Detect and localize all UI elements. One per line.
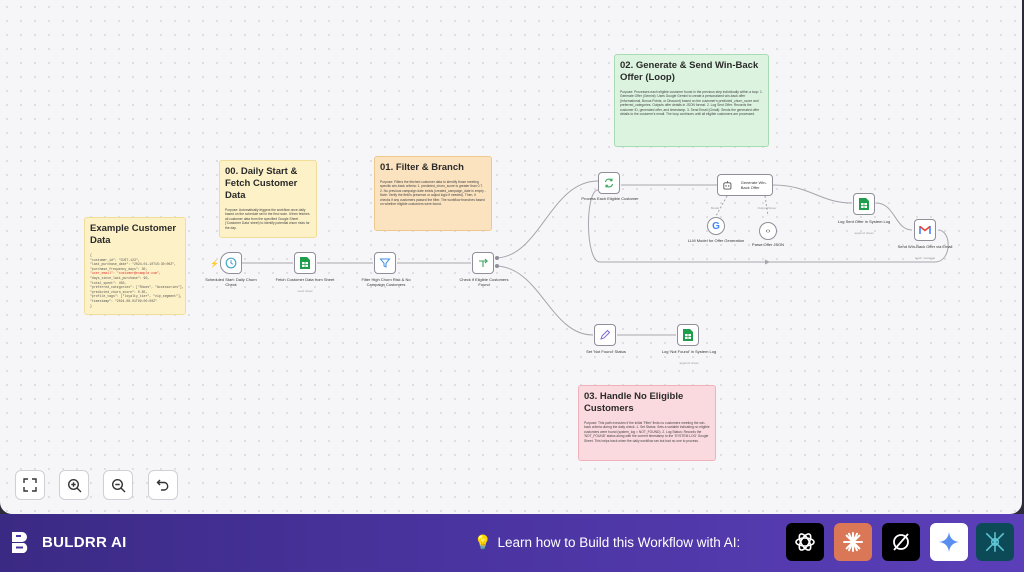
node-label: Fetch Customer Data from Sheet [275,277,335,282]
learn-label: Learn how to Build this Workflow with AI… [497,535,741,550]
promo-banner: BULDRR AI 💡 Learn how to Build this Work… [0,514,1024,572]
sticky-01-filter-branch[interactable]: 01. Filter & Branch Purpose: Filters the… [374,156,492,231]
node-label: Scheduled Start: Daily Churn Check [205,277,257,287]
google-sheets-icon [859,198,869,210]
node-label: LLM Model for Offer Generation [687,238,745,243]
buldrr-logo-icon [12,532,28,553]
claude-icon [843,532,863,552]
workflow-canvas[interactable]: Example Customer Data { "customer_id": "… [0,0,1022,514]
gemini-icon [939,532,959,552]
clock-icon [225,257,237,269]
output-port-true[interactable] [495,256,499,260]
node-if-check[interactable] [472,252,494,274]
zoom-in-button[interactable] [59,470,89,500]
node-label: Log Sent Offer in System Log [837,219,891,224]
google-sheets-icon [300,257,310,269]
perplexity-icon [893,533,909,551]
fit-view-button[interactable] [15,470,45,500]
trigger-marker-icon: ⚡ [210,261,219,268]
manus-icon [985,532,1005,552]
zoom-out-button[interactable] [103,470,133,500]
node-output-parser[interactable]: ‹› [759,222,777,240]
port-label-model: Model [710,206,720,210]
brand-name: BULDRR AI [42,533,127,551]
undo-button[interactable] [148,470,178,500]
manus-button[interactable] [976,523,1014,561]
node-schedule-trigger[interactable] [220,252,242,274]
sticky-body: Purpose: Processes each eligible custome… [620,90,763,117]
node-label: Parse Offer JSON [751,242,785,247]
output-port-false[interactable] [495,264,499,268]
claude-button[interactable] [834,523,872,561]
fullscreen-icon [23,478,37,492]
node-label: Filter High Churn Risk & No Campaign Cus… [361,277,411,287]
google-sheets-icon [683,329,693,341]
code-icon: ‹› [765,227,771,235]
node-label: Generate Win-Back Offer [740,180,767,190]
brand: BULDRR AI [10,530,127,554]
node-log-sent-offer[interactable] [853,193,875,215]
node-label: Check if Eligible Customers Found [459,277,509,287]
json-block: { "customer_id": "CUST-123", "last_purch… [90,253,184,308]
perplexity-button[interactable] [882,523,920,561]
node-gemini-model[interactable]: G [707,217,725,235]
chatgpt-button[interactable] [786,523,824,561]
node-send-gmail[interactable] [914,219,936,241]
node-log-not-found[interactable] [677,324,699,346]
node-sublabel: read: sheet [297,289,313,293]
node-filter[interactable] [374,252,396,274]
undo-icon [156,479,169,491]
gemini-button[interactable] [930,523,968,561]
sticky-body: Purpose: Automatically triggers the work… [225,208,310,230]
sticky-title: 03. Handle No Eligible Customers [584,391,684,414]
sticky-title: Example Customer Data [90,223,177,246]
ai-agent-icon [723,180,732,190]
connection-wires [241,180,949,336]
node-label: Set 'Not Found' Status [586,349,626,354]
node-label: Process Each Eligible Customer [581,196,639,201]
zoom-in-icon [67,478,81,492]
node-fetch-sheet[interactable] [294,252,316,274]
node-set-status[interactable] [594,324,616,346]
sticky-02-generate-send[interactable]: 02. Generate & Send Win-Back Offer (Loop… [614,54,769,147]
pencil-icon [600,329,611,340]
sticky-03-no-eligible[interactable]: 03. Handle No Eligible Customers Purpose… [578,385,716,461]
filter-icon [379,258,391,268]
sticky-body: Purpose: Filters the fetched customer da… [380,180,486,207]
sticky-title: 01. Filter & Branch [380,162,464,173]
port-label-parser: Output Parser [757,206,777,210]
chatgpt-icon [795,533,815,551]
sticky-title: 00. Daily Start & Fetch Customer Data [225,166,298,201]
sticky-00-daily-start[interactable]: 00. Daily Start & Fetch Customer Data Pu… [219,160,317,238]
node-sublabel: send: message [914,256,936,260]
node-label: Log 'Not Found' in System Log [661,349,717,354]
gmail-icon [919,225,931,234]
branch-icon [479,258,489,267]
node-sublabel: append: sheet [679,361,699,365]
google-icon: G [712,220,720,232]
node-label: Send Win-Back Offer via Email [897,244,953,249]
sticky-title: 02. Generate & Send Win-Back Offer (Loop… [620,60,759,83]
node-generate-offer[interactable]: Generate Win-Back Offer [717,174,773,196]
lightbulb-icon: 💡 [474,534,492,550]
sticky-body: Purpose: This path executes if the initi… [584,421,710,443]
zoom-out-icon [111,478,125,492]
sticky-example-customer-data[interactable]: Example Customer Data { "customer_id": "… [84,217,186,315]
node-loop[interactable] [598,172,620,194]
node-sublabel: append: sheet [854,231,874,235]
loop-icon [604,178,614,188]
learn-text: 💡 Learn how to Build this Workflow with … [474,534,740,551]
